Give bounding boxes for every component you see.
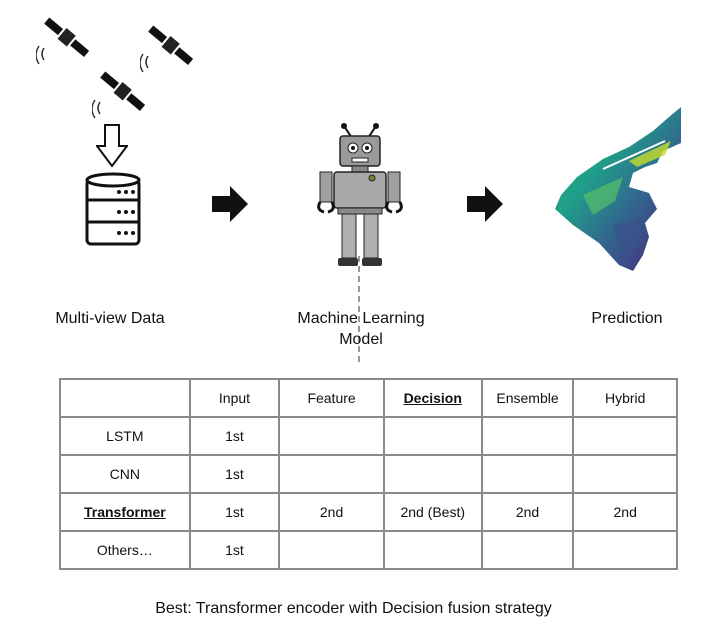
table-cell [382,454,483,494]
robot-icon [317,123,403,266]
satellite-icon [36,17,90,65]
table-header-cell [59,378,191,418]
stage-label-data: Multi-view Data [55,310,165,327]
table-header-cell: Input [188,378,281,418]
table-header-cell-highlight: Decision [382,378,483,418]
right-arrow-icon [212,186,248,222]
table-row: CNN 1st [59,454,678,494]
table-cell: 2nd [278,492,385,532]
model-name-cell-highlight: Transformer [59,492,191,532]
table-cell [572,454,678,494]
table-cell: 1st [188,416,281,456]
model-name-cell: LSTM [59,416,191,456]
table-cell: 2nd [480,492,575,532]
table-header-cell: Hybrid [572,378,678,418]
table-cell: 2nd [572,492,678,532]
table-cell: 1st [188,492,281,532]
table-row: LSTM 1st [59,416,678,456]
table-cell [278,454,385,494]
satellite-icon [140,25,194,73]
table-row: Transformer 1st 2nd 2nd (Best) 2nd 2nd [59,492,678,532]
table-cell [480,416,575,456]
dashed-connector [358,256,360,362]
table-header-row: Input Feature Decision Ensemble Hybrid [59,378,678,418]
table-cell [572,416,678,456]
satellite-icon [92,71,146,119]
table-header-cell: Ensemble [480,378,575,418]
database-icon [85,172,141,246]
right-arrow-icon [467,186,503,222]
model-name-cell: CNN [59,454,191,494]
table-cell [572,530,678,570]
table-cell [480,530,575,570]
table-cell: 2nd (Best) [382,492,483,532]
table-cell [480,454,575,494]
table-cell: 1st [188,454,281,494]
fusion-strategy-table: Input Feature Decision Ensemble Hybrid L… [59,378,678,570]
model-name-cell: Others… [59,530,191,570]
figure-caption: Best: Transformer encoder with Decision … [155,600,552,617]
table-cell [278,416,385,456]
table-cell [382,530,483,570]
table-cell [382,416,483,456]
table-header-cell: Feature [278,378,385,418]
table-cell: 1st [188,530,281,570]
table-row: Others… 1st [59,530,678,570]
down-arrow-icon [96,124,128,168]
stage-label-model: Machine Learning Model [297,310,425,348]
stage-label-prediction: Prediction [591,310,663,327]
table-cell [278,530,385,570]
prediction-map-icon [555,107,681,271]
